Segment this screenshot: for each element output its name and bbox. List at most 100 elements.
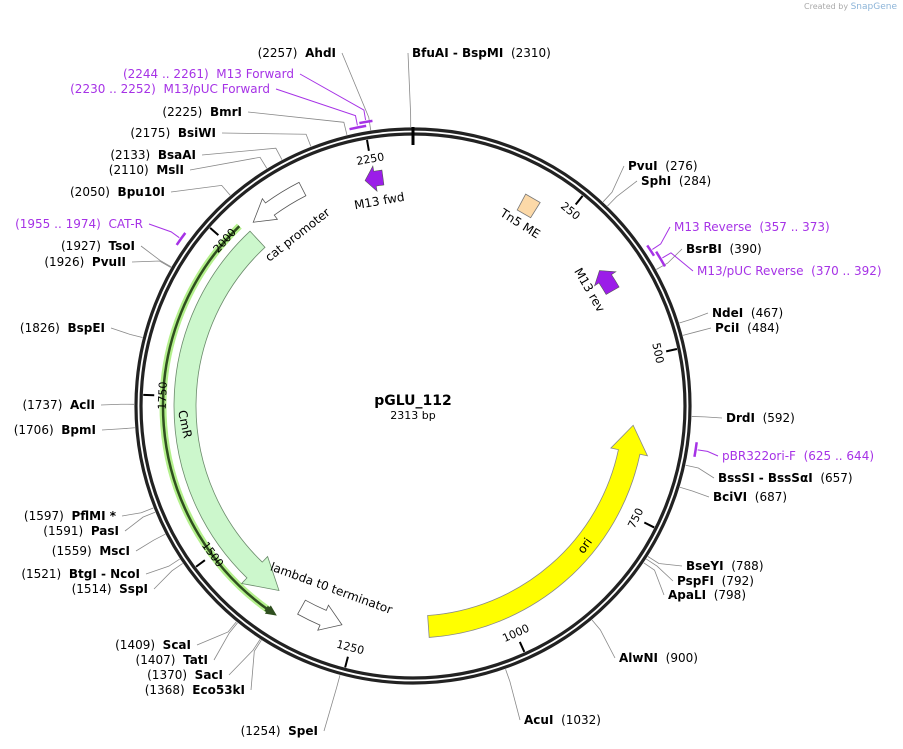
site-line xyxy=(201,147,283,160)
site-line xyxy=(228,639,261,676)
primer-label[interactable]: M13/pUC Reverse (370 .. 392) xyxy=(697,264,882,278)
cmr-feature-arrow[interactable] xyxy=(173,230,280,591)
restriction-site-label[interactable]: NdeI (467) xyxy=(712,306,783,320)
tick-mark xyxy=(209,227,220,236)
site-line xyxy=(153,563,183,590)
primer-name: CAT-R xyxy=(108,217,143,231)
site-position: (657) xyxy=(820,471,852,485)
credit-prefix: Created by xyxy=(804,2,849,11)
restriction-site-label[interactable]: (1407) TatI xyxy=(136,653,208,667)
restriction-site-label[interactable]: (2175) BsiWI xyxy=(130,126,216,140)
primer-line xyxy=(652,226,671,250)
restriction-site-label[interactable]: (1368) Eco53kI xyxy=(145,683,245,697)
site-line xyxy=(656,248,683,270)
primer-binding-site[interactable] xyxy=(655,250,667,268)
site-name: ApaLI xyxy=(668,588,706,602)
restriction-site-label[interactable]: (1591) PasI xyxy=(43,524,119,538)
lambda-t0-terminator-label: lambda t0 terminator xyxy=(268,560,394,617)
tn5-me-box[interactable] xyxy=(516,193,541,219)
ori-feature-arrow[interactable] xyxy=(427,424,649,638)
restriction-site-label[interactable]: AcuI (1032) xyxy=(524,713,601,727)
primer-binding-site[interactable] xyxy=(646,244,656,257)
lambda-t0-terminator-arrow[interactable] xyxy=(297,599,343,631)
site-line xyxy=(341,52,372,131)
primer-label[interactable]: (2244 .. 2261) M13 Forward xyxy=(123,67,294,81)
site-name: NdeI xyxy=(712,306,743,320)
primer-label[interactable]: M13 Reverse (357 .. 373) xyxy=(674,220,830,234)
restriction-site-label[interactable]: (1370) SacI xyxy=(147,668,223,682)
restriction-site-label[interactable]: PciI (484) xyxy=(715,321,779,335)
site-position: (788) xyxy=(731,559,763,573)
primer-range: (357 .. 373) xyxy=(759,220,829,234)
restriction-site-label[interactable]: (1926) PvuII xyxy=(44,255,126,269)
restriction-site-label[interactable]: DrdI (592) xyxy=(726,411,795,425)
site-lines-layer xyxy=(100,52,723,732)
cat-promoter-arrow[interactable] xyxy=(252,181,307,223)
site-name: BmrI xyxy=(210,105,242,119)
site-line xyxy=(679,312,709,324)
restriction-site-label[interactable]: (2257) AhdI xyxy=(258,46,336,60)
site-line xyxy=(145,558,180,575)
restriction-site-label[interactable]: (2225) BmrI xyxy=(162,105,242,119)
restriction-site-label[interactable]: (1521) BtgI - NcoI xyxy=(21,567,140,581)
restriction-site-label[interactable]: PvuI (276) xyxy=(628,159,698,173)
primer-binding-site[interactable] xyxy=(175,232,187,246)
site-line xyxy=(124,511,156,532)
restriction-site-label[interactable]: PspFI (792) xyxy=(677,574,754,588)
site-position: (1591) xyxy=(43,524,83,538)
primer-binding-site[interactable] xyxy=(359,119,373,125)
primer-label[interactable]: (2230 .. 2252) M13/pUC Forward xyxy=(70,82,270,96)
site-name: Bpu10I xyxy=(118,185,165,199)
restriction-site-label[interactable]: (1927) TsoI xyxy=(61,239,135,253)
site-name: Eco53kI xyxy=(192,683,245,697)
primer-binding-site[interactable] xyxy=(693,442,698,458)
restriction-site-label[interactable]: (1597) PflMI * xyxy=(24,509,117,523)
restriction-site-label[interactable]: (1737) AclI xyxy=(22,398,95,412)
features-layer xyxy=(159,165,649,638)
site-name: SspI xyxy=(119,582,148,596)
site-position: (284) xyxy=(679,174,711,188)
tick-mark xyxy=(344,656,349,668)
restriction-site-label[interactable]: (1706) BpmI xyxy=(14,423,96,437)
site-name: AclI xyxy=(70,398,95,412)
restriction-site-label[interactable]: BfuAI - BspMI (2310) xyxy=(412,46,551,60)
restriction-site-label[interactable]: BsrBI (390) xyxy=(686,242,762,256)
restriction-site-label[interactable]: (1514) SspI xyxy=(72,582,148,596)
restriction-site-label[interactable]: (1559) MscI xyxy=(52,544,130,558)
restriction-site-label[interactable]: BseYI (788) xyxy=(686,559,764,573)
restriction-site-label[interactable]: (2110) MslI xyxy=(109,163,184,177)
primer-range: (1955 .. 1974) xyxy=(15,217,101,231)
restriction-site-label[interactable]: SphI (284) xyxy=(641,174,711,188)
restriction-site-label[interactable]: (1826) BspEI xyxy=(20,321,105,335)
tick-mark xyxy=(195,559,206,568)
site-name: PciI xyxy=(715,321,740,335)
primer-range: (2244 .. 2261) xyxy=(123,67,209,81)
m13-rev-arrow[interactable] xyxy=(594,270,620,295)
site-position: (592) xyxy=(763,411,795,425)
cmr-translation-arrowhead xyxy=(264,605,277,616)
primer-range: (370 .. 392) xyxy=(811,264,881,278)
restriction-site-label[interactable]: ApaLI (798) xyxy=(668,588,746,602)
restriction-site-label[interactable]: (2050) Bpu10I xyxy=(70,185,165,199)
site-position: (1409) xyxy=(115,638,155,652)
restriction-site-label[interactable]: (1254) SpeI xyxy=(241,724,318,738)
site-position: (2110) xyxy=(109,163,149,177)
site-name: SphI xyxy=(641,174,671,188)
restriction-site-label[interactable]: (2133) BsaAI xyxy=(110,148,196,162)
site-line xyxy=(607,180,638,207)
site-position: (1254) xyxy=(241,724,281,738)
restriction-site-label[interactable]: BciVI (687) xyxy=(713,490,787,504)
restriction-site-label[interactable]: (1409) ScaI xyxy=(115,638,191,652)
tick-label: 750 xyxy=(625,506,646,531)
primer-binding-site[interactable] xyxy=(349,124,367,131)
primer-label[interactable]: (1955 .. 1974) CAT-R xyxy=(15,217,143,231)
site-name: BfuAI - BspMI xyxy=(412,46,503,60)
restriction-site-label[interactable]: BssSI - BssSαI (657) xyxy=(718,471,853,485)
site-line xyxy=(682,327,712,336)
labels-layer[interactable]: (2257) AhdI (2225) BmrI (2175) BsiWI (2133)… xyxy=(14,46,882,738)
primer-line xyxy=(148,223,180,239)
m13-fwd-arrow[interactable] xyxy=(364,165,385,193)
primer-label[interactable]: pBR322ori-F (625 .. 644) xyxy=(722,449,874,463)
restriction-site-label[interactable]: AlwNI (900) xyxy=(619,651,698,665)
site-line xyxy=(189,156,268,171)
